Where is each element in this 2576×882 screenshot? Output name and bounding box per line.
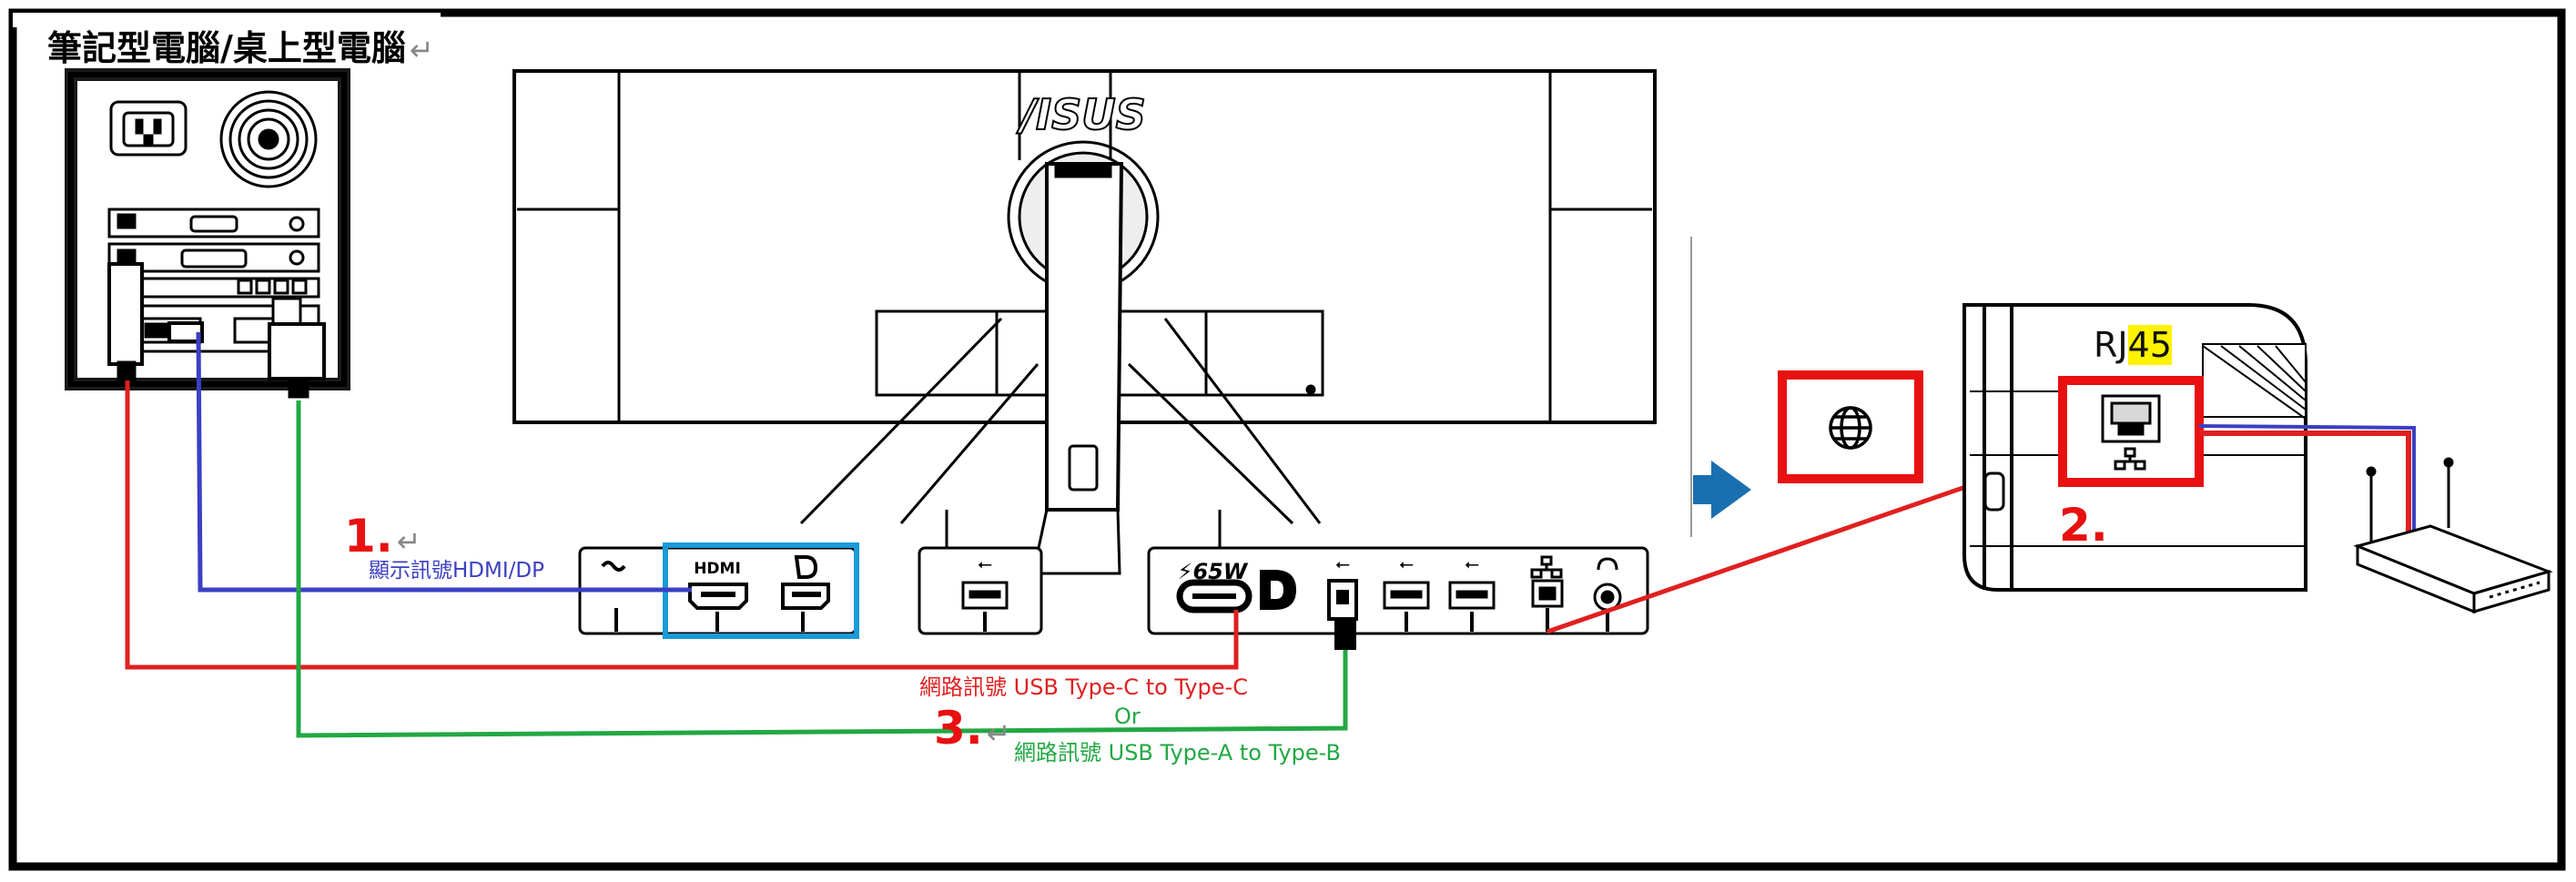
arrow-right-icon — [1693, 461, 1751, 519]
pc-tower — [65, 68, 350, 399]
cable-router — [2198, 424, 2416, 546]
step2-number: 2. — [2059, 499, 2108, 552]
cable-usb-b — [296, 400, 1348, 738]
usb-c-connection-label: 網路訊號 USB Type-C to Type-C — [919, 674, 1248, 700]
step1-description: 顯示訊號HDMI/DP — [369, 559, 544, 583]
or-label: Or — [1114, 704, 1141, 729]
usb-b-port: ⭠ — [1327, 553, 1358, 621]
usb-service-port: ⭠ — [961, 553, 1009, 632]
step3-number: 3.↵ — [934, 702, 1011, 755]
rj45-port-icon — [2101, 394, 2161, 471]
hdmi-port: HDMI — [688, 560, 748, 632]
ac-power-icon — [601, 561, 626, 632]
globe-icon — [1829, 406, 1872, 450]
usb-icon: ⭠ — [1399, 553, 1414, 574]
ac-socket-icon — [109, 100, 188, 157]
hdmi-label: HDMI — [694, 560, 741, 578]
usbc-port: ⚡65W — [1176, 559, 1253, 613]
router-icon — [2353, 457, 2553, 614]
ethernet-icon — [1530, 555, 1564, 632]
displayport-large-icon — [1260, 570, 1296, 610]
cable-hdmi-dp — [196, 331, 692, 593]
rj45-label: RJ45 — [2094, 325, 2172, 365]
fan-icon — [219, 90, 318, 188]
brand-logo: /ISUS — [1016, 90, 1146, 139]
usb-icon: ⭠ — [1335, 553, 1350, 574]
cable-usb-c — [125, 380, 1239, 670]
usb-b-connection-label: 網路訊號 USB Type-A to Type-B — [1014, 740, 1341, 765]
step1-number: 1.↵ — [344, 510, 421, 563]
usb-icon: ⭠ — [978, 553, 992, 574]
displayport-icon — [781, 555, 830, 632]
monitor — [512, 69, 1657, 575]
title-gap — [13, 13, 441, 27]
headphone-icon — [1593, 557, 1622, 632]
usb-a-ports: ⭠ ⭠ — [1383, 553, 1496, 632]
pc-title: 筆記型電腦/桌上型電腦↵ — [47, 28, 434, 68]
usbb-connector — [1334, 619, 1356, 650]
usb-icon: ⭠ — [1465, 553, 1479, 574]
outer-frame — [8, 8, 2566, 871]
